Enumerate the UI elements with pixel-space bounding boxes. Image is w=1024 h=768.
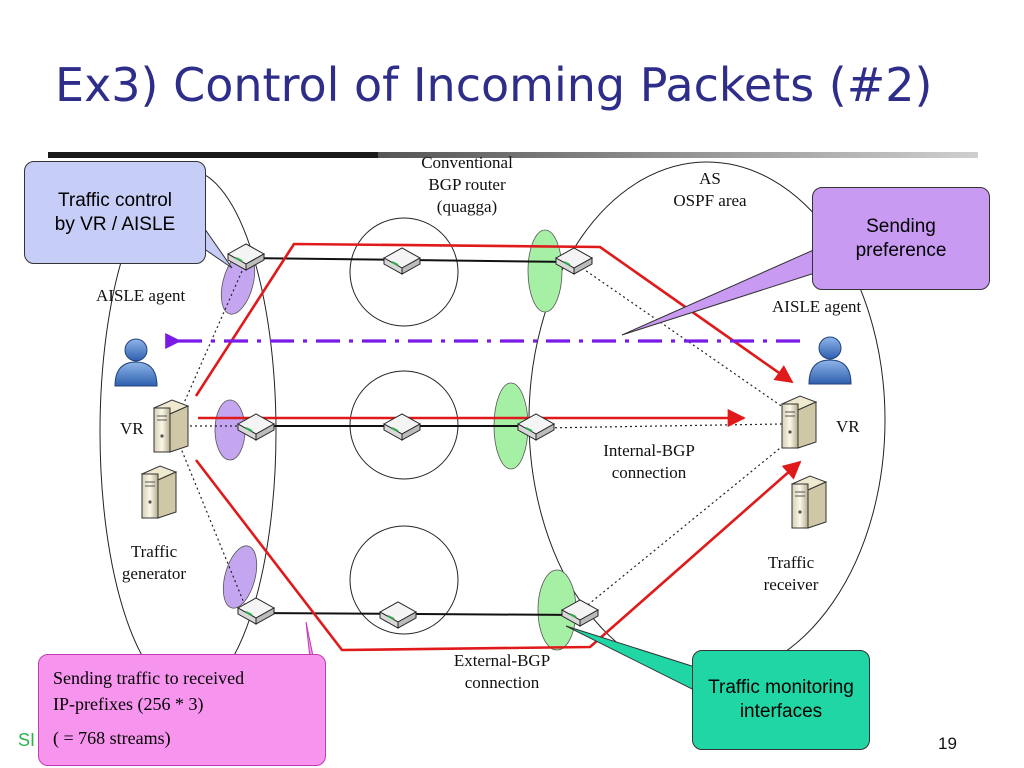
router-icon: [383, 247, 421, 275]
aisle-agent-left-label: AISLE agent: [96, 286, 186, 305]
green-interface-top: [527, 229, 563, 313]
sending-traffic-callout: Sending traffic to received IP-prefixes …: [38, 654, 326, 766]
slide-title: Ex3) Control of Incoming Packets (#2): [55, 58, 933, 112]
router-circle-top: [349, 217, 459, 327]
vr-left-label: VR: [120, 419, 144, 438]
server-icon: [791, 475, 827, 529]
vr-right-label: VR: [836, 417, 860, 436]
tail-sending-preference: [621, 247, 819, 336]
router-circle-bottom: [349, 525, 459, 635]
traffic-paths: [194, 242, 802, 652]
purple-interface-bottom: [222, 545, 258, 609]
internal-dotted-links: [179, 261, 791, 609]
tail-traffic-monitoring: [565, 625, 699, 693]
server-icon: [153, 399, 189, 453]
footer-text: SI: [18, 730, 36, 750]
server-icon: [781, 395, 817, 449]
user-icon: [114, 338, 158, 387]
user-icon: [808, 336, 852, 385]
slide-number: 19: [938, 734, 957, 753]
title-underline: [48, 152, 978, 158]
router-icon: [379, 601, 417, 629]
aisle-agent-right-label: AISLE agent: [772, 297, 862, 316]
server-icon: [141, 465, 177, 519]
